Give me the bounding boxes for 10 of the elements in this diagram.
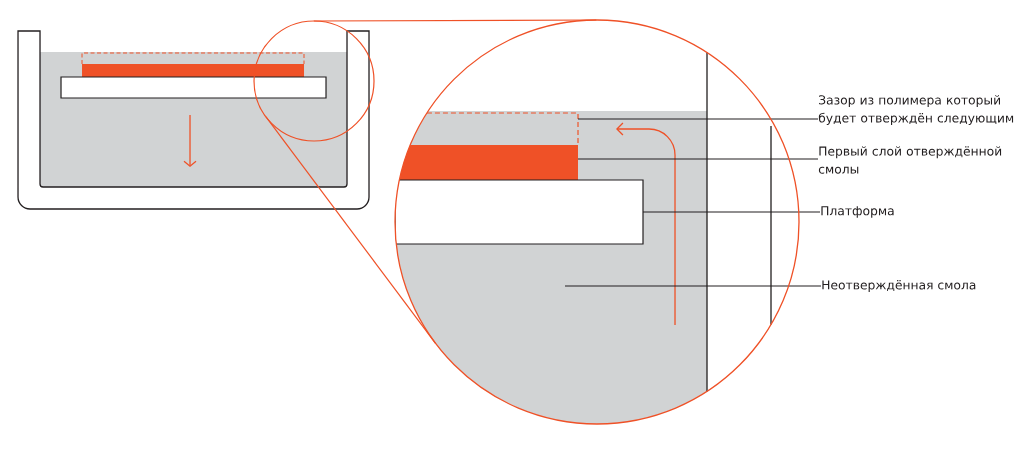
- leader-line: [564, 285, 822, 287]
- leader-line: [642, 211, 821, 213]
- callout-label: Платформа: [821, 206, 894, 218]
- callout-label: Первый слой отверждённой смолы: [818, 146, 1002, 174]
- leader-line: [577, 158, 819, 160]
- callout-label: Неотверждённая смола: [822, 280, 976, 292]
- leader-line: [577, 118, 819, 120]
- cured-layer: [399, 145, 578, 180]
- platform: [395, 179, 644, 245]
- callout-label: Зазор из полимера который будет отверждён следующим: [818, 95, 1014, 125]
